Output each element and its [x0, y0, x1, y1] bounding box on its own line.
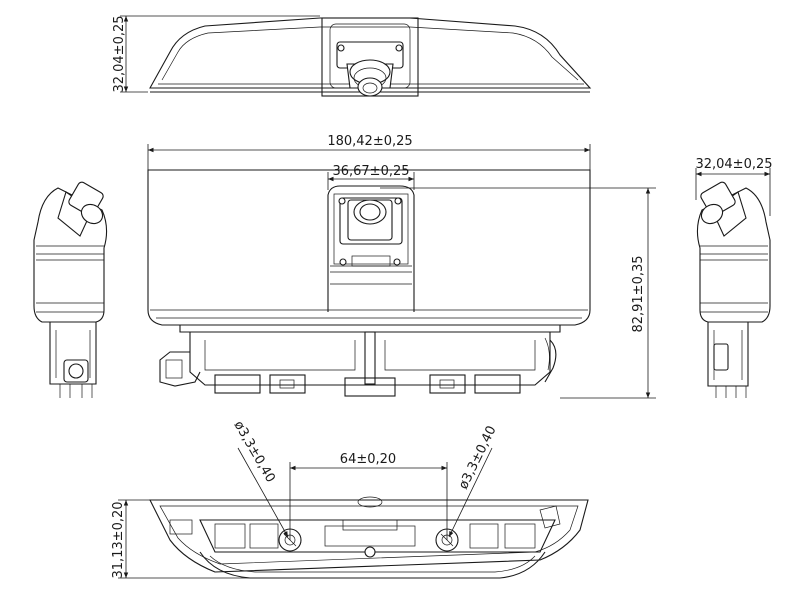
dim-side-width-label: 32,04±0,25: [695, 157, 772, 172]
bottom-view: [149, 496, 589, 579]
top-view: [149, 17, 592, 97]
dim-side-width: 32,04±0,25: [695, 157, 773, 216]
dim-bottom-height: 31,13±0,20: [111, 499, 250, 579]
dim-hole-spacing: 64±0,20: [289, 452, 448, 540]
dim-top-height: 32,04±0,25: [112, 15, 320, 93]
right-side-view: [696, 181, 771, 398]
dim-top-height-label: 32,04±0,25: [112, 15, 127, 92]
dim-hole-spacing-label: 64±0,20: [340, 452, 396, 467]
dim-hole-left-label: ø3,3±0,40: [231, 419, 278, 486]
dim-camera-width: 36,67±0,25: [327, 164, 415, 190]
dim-overall-width: 180,42±0,25: [147, 134, 591, 170]
dim-overall-height: 82,91±0,35: [380, 187, 656, 399]
dim-camera-width-label: 36,67±0,25: [332, 164, 409, 179]
dim-overall-width-label: 180,42±0,25: [327, 134, 412, 149]
left-side-view: [33, 181, 108, 398]
dim-hole-right-label: ø3,3±0,40: [456, 424, 499, 492]
dim-hole-left: ø3,3±0,40: [231, 419, 289, 538]
front-view: [147, 169, 591, 397]
dim-overall-height-label: 82,91±0,35: [631, 255, 646, 332]
dim-bottom-height-label: 31,13±0,20: [111, 501, 126, 578]
